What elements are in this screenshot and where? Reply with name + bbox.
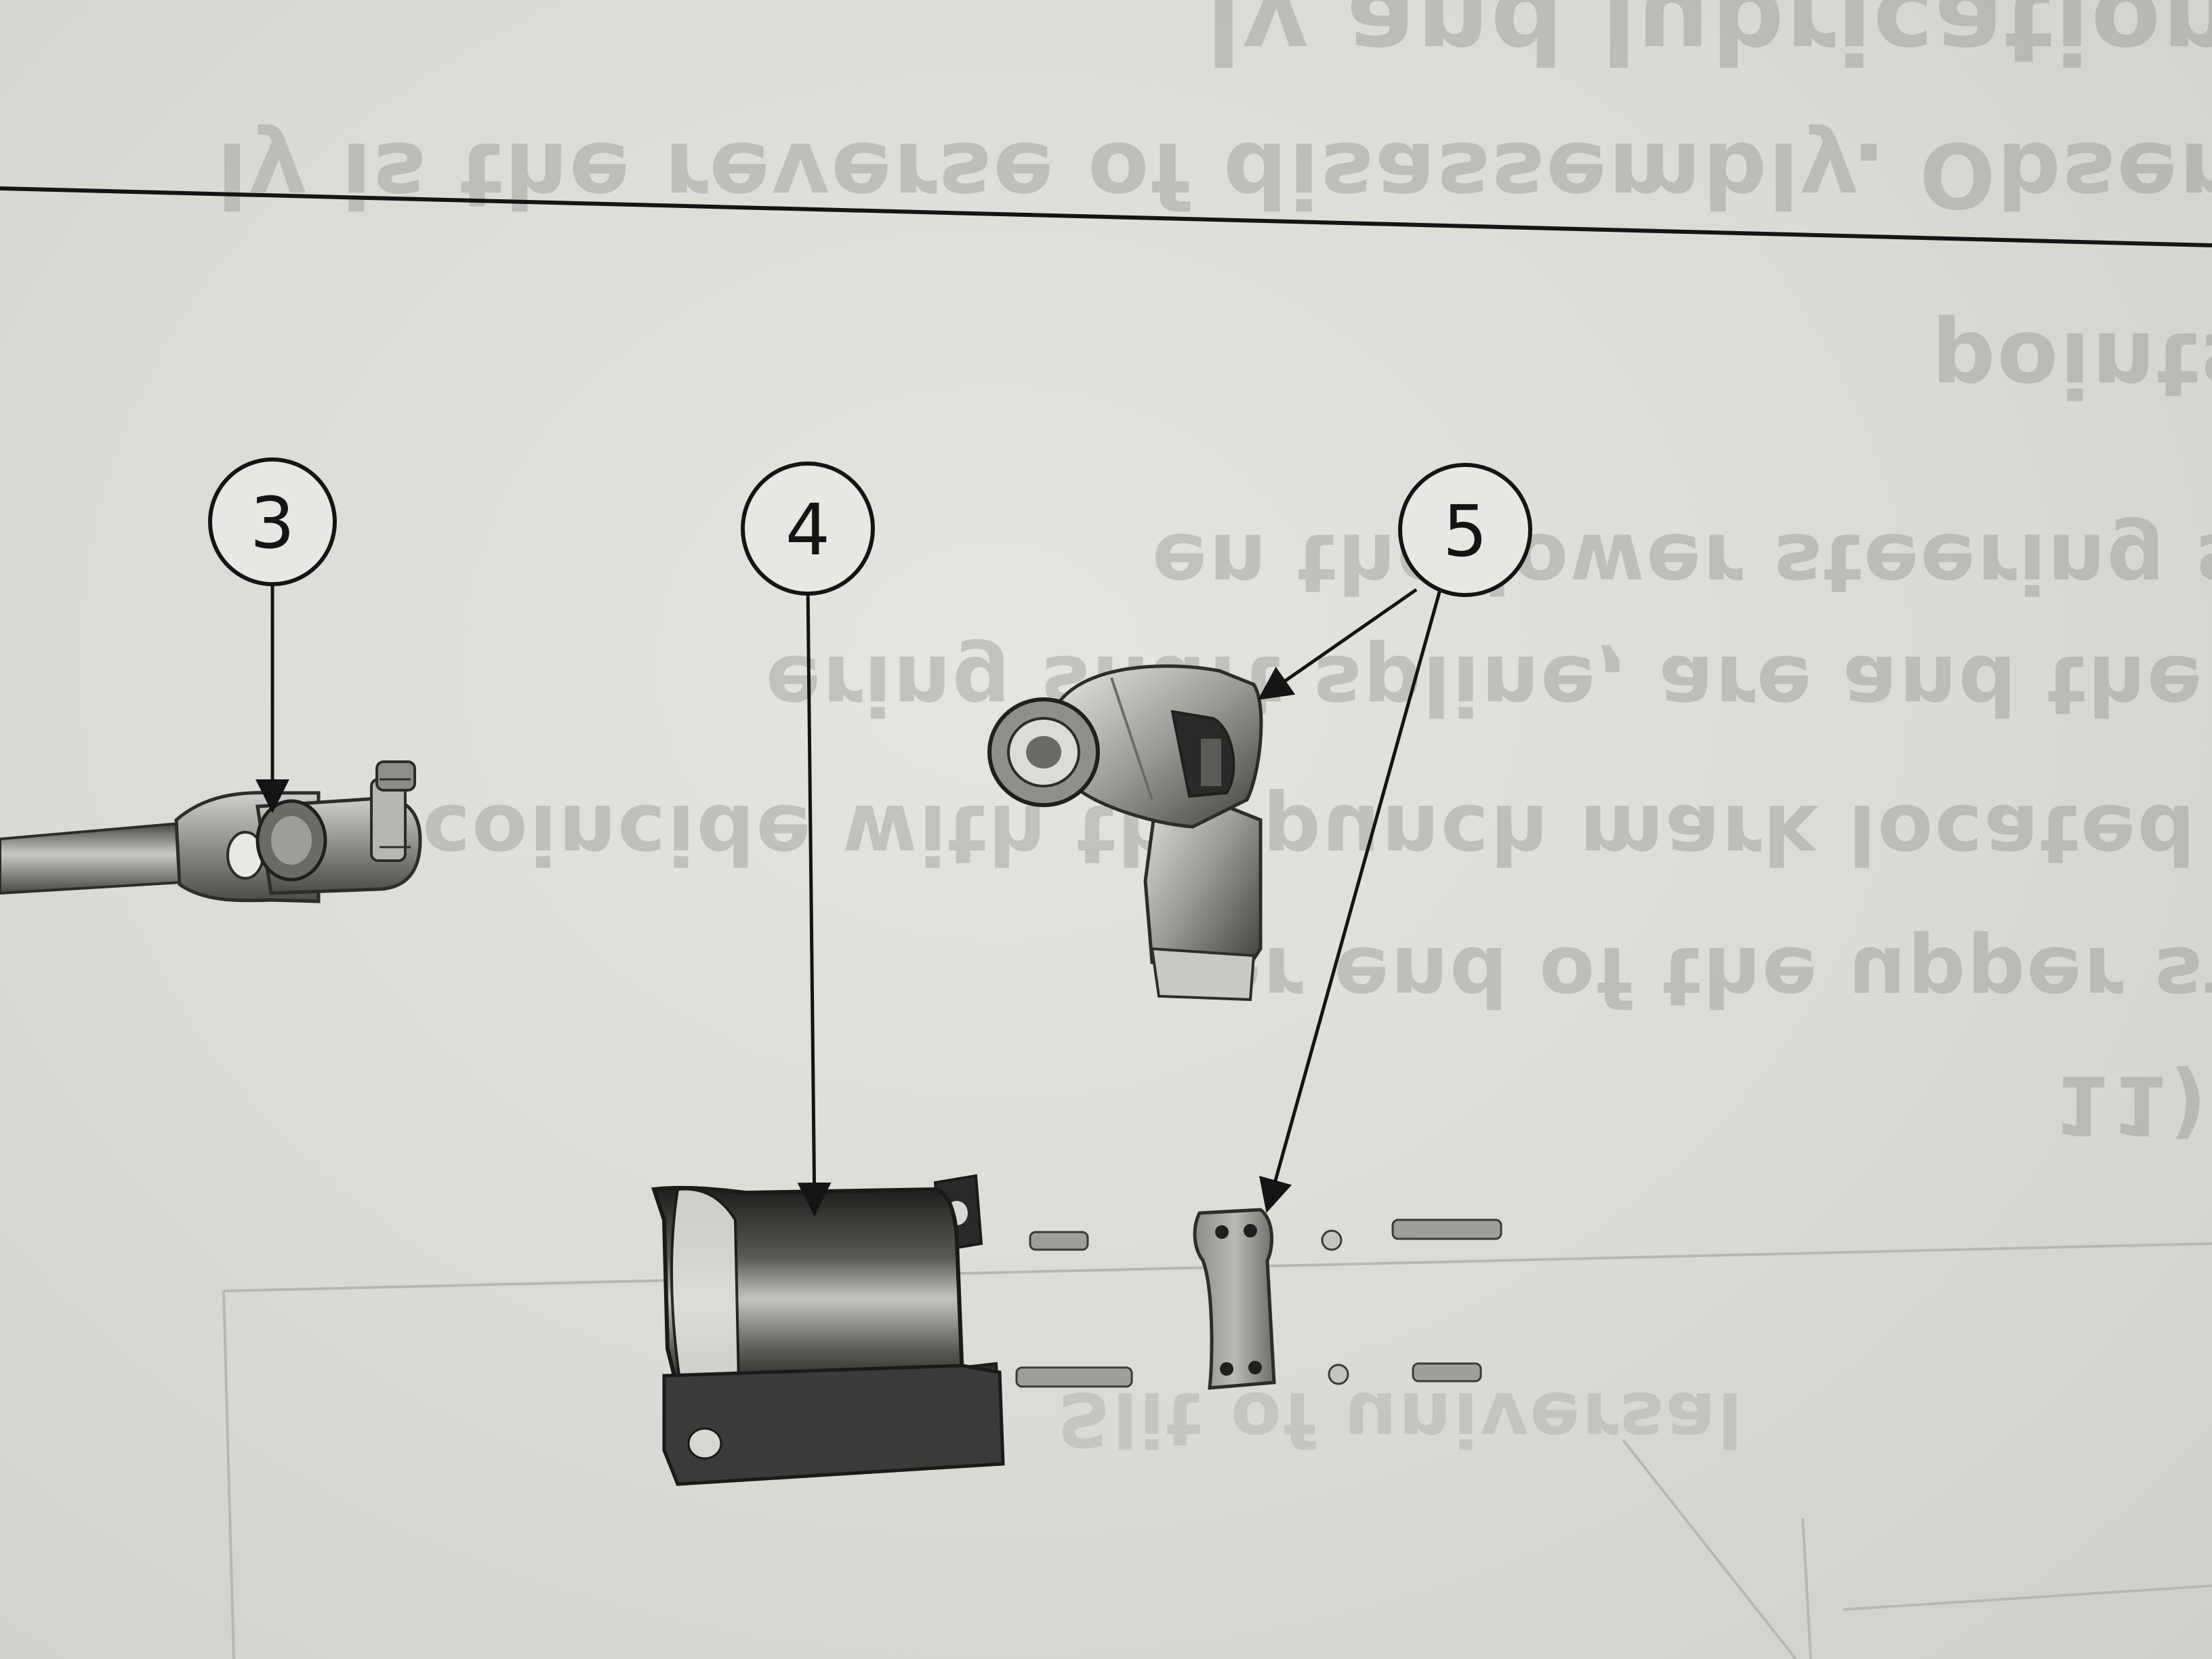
callout-5-number: 5	[1443, 490, 1488, 573]
callout-3: 3	[208, 457, 337, 586]
callout-4: 4	[741, 462, 875, 596]
callout-5: 5	[1398, 463, 1532, 597]
part-4-column-bracket	[651, 1174, 1005, 1486]
callout-4-number: 4	[785, 489, 830, 571]
leader-line-5a	[1257, 588, 1418, 700]
callout-3-number: 3	[250, 482, 295, 565]
leader-line-4	[797, 583, 832, 1216]
part-5-clamp-cap	[1015, 1208, 1502, 1390]
leader-lines	[255, 554, 1442, 1216]
part-3-universal-joint-yoke	[0, 760, 422, 903]
page-divider-line	[0, 186, 2212, 247]
leader-line-5b	[1258, 589, 1442, 1213]
part-5-universal-joint	[987, 664, 1263, 1002]
